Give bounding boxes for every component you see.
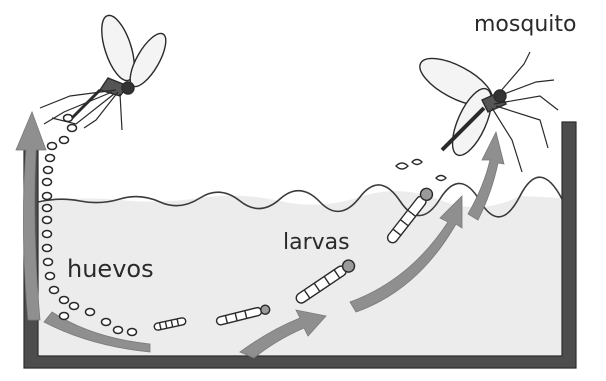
egg — [43, 231, 52, 238]
egg — [44, 259, 53, 266]
mosquito-left-icon — [40, 12, 173, 130]
egg — [43, 217, 52, 224]
egg — [102, 319, 111, 326]
label-mosquito: mosquito — [474, 14, 576, 36]
egg — [70, 303, 79, 310]
egg — [60, 297, 69, 304]
egg — [43, 193, 52, 200]
label-larvas: larvas — [283, 232, 350, 254]
egg — [50, 287, 59, 294]
egg — [43, 205, 52, 212]
egg — [60, 313, 69, 320]
egg — [43, 245, 52, 252]
egg — [86, 309, 95, 316]
egg — [46, 155, 55, 162]
splash-droplets — [396, 160, 446, 181]
egg — [48, 143, 57, 150]
egg — [64, 115, 73, 122]
egg — [46, 273, 55, 280]
egg — [43, 179, 52, 186]
egg — [60, 137, 69, 144]
egg — [68, 125, 77, 132]
egg — [128, 329, 137, 336]
egg — [114, 327, 123, 334]
label-huevos: huevos — [67, 257, 154, 281]
egg — [44, 167, 53, 174]
